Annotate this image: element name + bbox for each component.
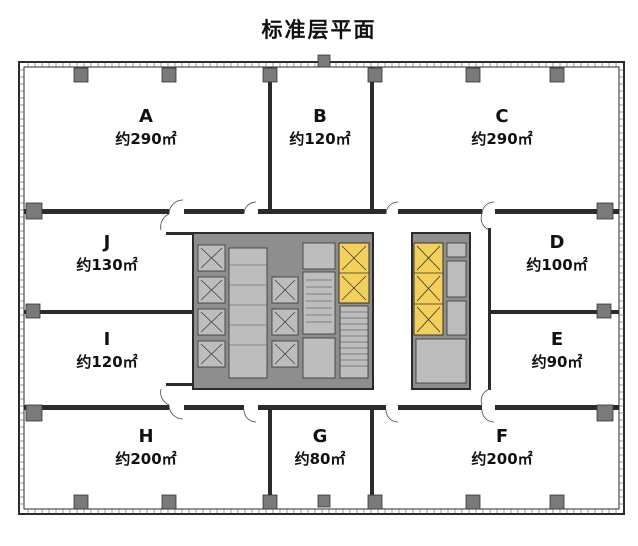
unit-area: 约100㎡ <box>526 256 587 274</box>
column <box>596 303 612 319</box>
core-left <box>192 232 374 390</box>
unit-b: B 约120㎡ <box>289 106 350 148</box>
partition-walls <box>24 67 619 509</box>
unit-letter: F <box>496 426 508 447</box>
column <box>367 67 383 83</box>
unit-letter: D <box>550 232 565 253</box>
unit-letter: C <box>495 106 508 127</box>
column <box>25 303 41 319</box>
unit-letter: H <box>138 426 153 447</box>
unit-f: F 约200㎡ <box>471 426 532 468</box>
unit-area: 约120㎡ <box>289 130 350 148</box>
column <box>367 494 383 510</box>
column <box>73 67 89 83</box>
door-swings <box>160 199 495 423</box>
column <box>549 494 565 510</box>
unit-area: 约200㎡ <box>471 450 532 468</box>
structural-columns <box>25 54 614 510</box>
unit-area: 约90㎡ <box>532 353 583 371</box>
facade-ticks <box>19 62 624 514</box>
unit-area: 约290㎡ <box>471 130 532 148</box>
unit-a: A 约290㎡ <box>115 106 176 148</box>
column <box>161 67 177 83</box>
unit-area: 约200㎡ <box>115 450 176 468</box>
unit-letter: B <box>313 106 327 127</box>
unit-area: 约130㎡ <box>76 256 137 274</box>
unit-j: J 约130㎡ <box>76 232 137 274</box>
unit-letter: I <box>104 329 111 350</box>
unit-letter: E <box>551 329 563 350</box>
column <box>317 494 331 508</box>
column <box>596 202 614 220</box>
column <box>317 54 331 68</box>
unit-e: E 约90㎡ <box>532 329 583 371</box>
unit-c: C 约290㎡ <box>471 106 532 148</box>
elevator-highlight-left <box>338 242 370 304</box>
unit-area: 约80㎡ <box>295 450 346 468</box>
column <box>161 494 177 510</box>
column <box>549 67 565 83</box>
unit-letter: G <box>313 426 328 447</box>
column <box>262 67 278 83</box>
column <box>25 404 43 422</box>
unit-labels: A 约290㎡ B 约120㎡ C 约290㎡ D 约100㎡ E 约90㎡ F 约200㎡ G 约80㎡… <box>76 106 587 468</box>
column <box>262 494 278 510</box>
unit-letter: J <box>102 232 111 253</box>
unit-d: D 约100㎡ <box>526 232 587 274</box>
unit-area: 约120㎡ <box>76 353 137 371</box>
column <box>465 494 481 510</box>
plan-title: 标准层平面 <box>261 18 377 42</box>
unit-h: H 约200㎡ <box>115 426 176 468</box>
column <box>25 202 43 220</box>
column <box>73 494 89 510</box>
unit-g: G 约80㎡ <box>295 426 346 468</box>
unit-area: 约290㎡ <box>115 130 176 148</box>
column <box>596 404 614 422</box>
column <box>465 67 481 83</box>
unit-letter: A <box>139 106 153 127</box>
core-right <box>411 232 471 390</box>
unit-i: I 约120㎡ <box>76 329 137 371</box>
